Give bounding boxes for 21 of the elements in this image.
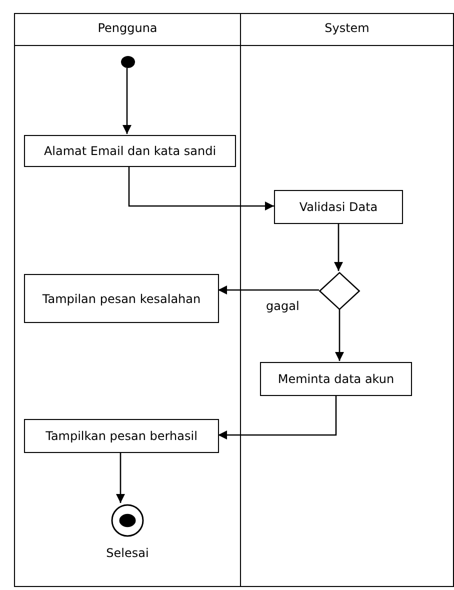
edge-label: gagal [266,299,300,313]
decision-diamond [319,272,360,310]
swimlane [14,13,241,587]
action-box: Validasi Data [274,190,403,224]
arrow [128,166,274,210]
action-box: Meminta data akun [260,362,412,396]
action-box: Alamat Email dan kata sandi [24,135,236,167]
arrow [218,395,337,440]
arrow [335,309,344,361]
node-caption: Selesai [105,546,150,560]
initial-node [121,55,135,69]
lane-title: Pengguna [96,21,158,35]
arrow [122,68,132,134]
swimlane [241,13,454,587]
lane-title: System [324,21,370,35]
action-box: Tampilan pesan kesalahan [24,274,219,323]
final-node [111,504,144,537]
arrow [116,452,125,503]
arrow [334,223,343,271]
action-box: Tampilkan pesan berhasil [24,419,219,453]
arrow [218,286,319,294]
